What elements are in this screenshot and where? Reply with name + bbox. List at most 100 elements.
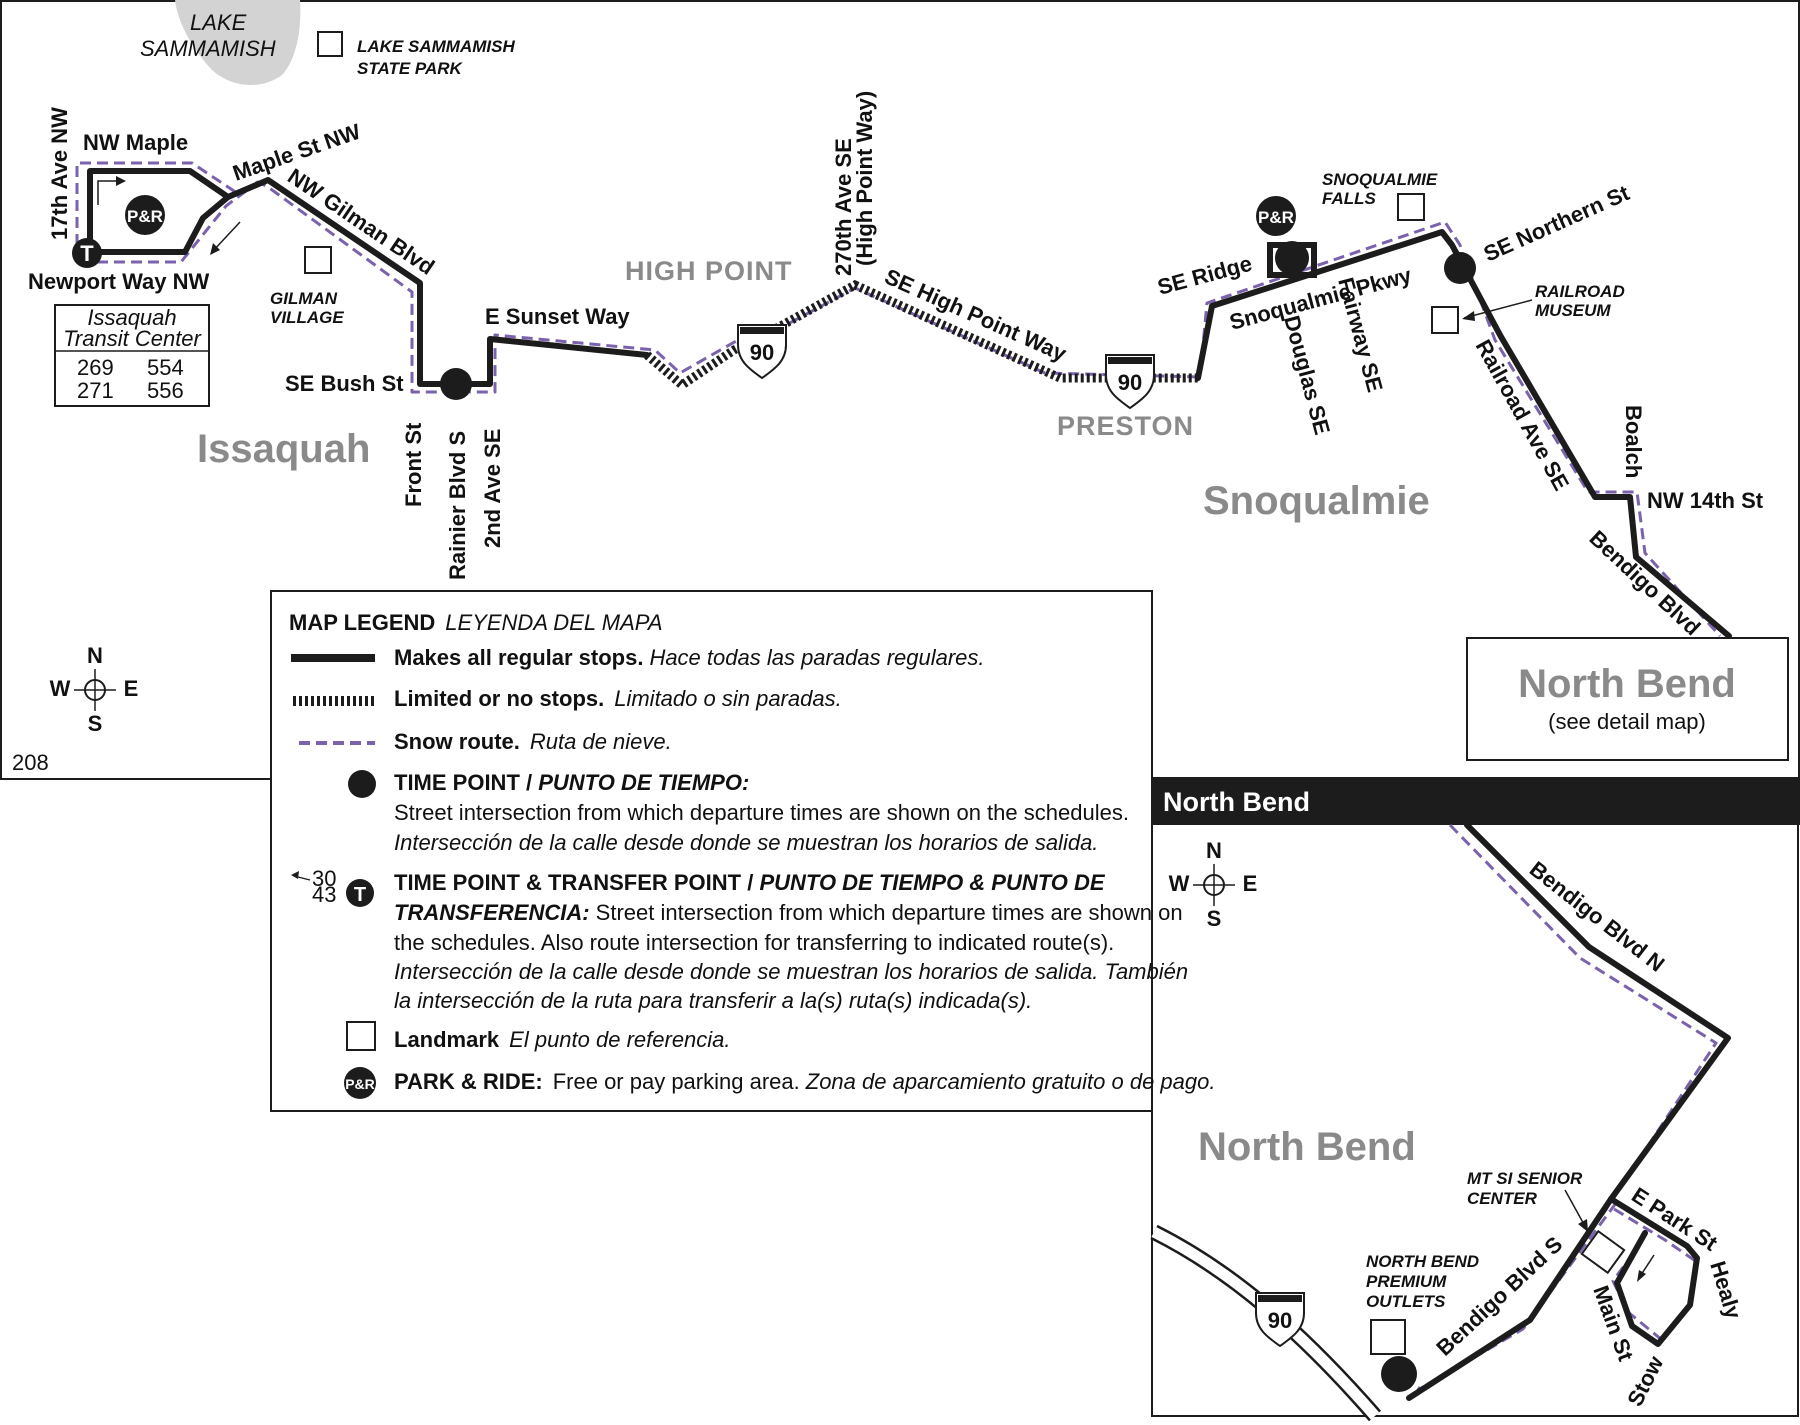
snoqualmie-falls-landmark <box>1397 193 1425 221</box>
legend-transfer-symbol-label: T <box>354 884 366 906</box>
railroad-museum-arrowhead <box>1462 311 1475 321</box>
time-point-north-bend-outlets <box>1381 1356 1417 1392</box>
inset-route-loop <box>1608 1196 1700 1347</box>
legend-transfer-line-3: the schedules. Also route intersection f… <box>394 930 1114 955</box>
railroad-museum-label-1: RAILROAD <box>1535 282 1625 301</box>
area-high-point: HIGH POINT <box>625 256 793 286</box>
street-high-point-way-paren: (High Point Way) <box>852 91 877 266</box>
lake-sammamish-label-1: LAKE <box>190 10 247 35</box>
direction-arrow-loop <box>212 221 241 252</box>
park-ride-snoqualmie-label: P&R <box>1258 208 1294 227</box>
interstate-90-label-1: 90 <box>750 340 774 365</box>
legend-regular-text: Makes all regular stops.Hace todas las p… <box>394 645 985 670</box>
outlets-label-2: PREMIUM <box>1366 1272 1447 1291</box>
street-2nd-ave-se: 2nd Ave SE <box>480 429 505 548</box>
compass-inset-n: N <box>1206 838 1222 863</box>
compass-main: N S W E <box>50 643 139 736</box>
legend-time-point-desc-es: Intersección de la calle desde donde se … <box>394 830 1098 855</box>
legend-transfer-arrowhead <box>291 871 299 879</box>
turn-arrowhead <box>116 176 126 186</box>
street-nw-14th-st: NW 14th St <box>1647 488 1764 513</box>
turn-arrow-issaquah <box>97 180 122 205</box>
inset-route-line <box>1406 822 1731 1401</box>
compass-main-e: E <box>124 676 139 701</box>
mt-si-arrowhead <box>1578 1219 1588 1232</box>
compass-inset-e: E <box>1243 871 1258 896</box>
park-ride-issaquah-label: P&R <box>127 207 163 226</box>
mt-si-senior-center-landmark <box>1580 1229 1626 1275</box>
snoqualmie-falls-label-1: SNOQUALMIE <box>1322 170 1438 189</box>
legend-park-ride-symbol <box>344 1067 376 1099</box>
transit-route-556: 556 <box>147 378 184 403</box>
north-bend-reference-box <box>1466 637 1789 761</box>
interstate-90-label-3: 90 <box>1268 1308 1292 1333</box>
issaquah-transit-center-box <box>54 304 210 407</box>
outlets-label-1: NORTH BEND <box>1366 1252 1479 1271</box>
gilman-village-label-2: VILLAGE <box>270 308 344 327</box>
snoqualmie-falls-label-2: FALLS <box>1322 189 1376 208</box>
transfer-symbol-label: T <box>80 241 94 266</box>
transit-center-title-2: Transit Center <box>63 326 202 351</box>
compass-inset: N S W E <box>1169 838 1258 931</box>
compass-main-n: N <box>87 643 103 668</box>
legend-transfer-line-2: TRANSFERENCIA: Street intersection from … <box>394 900 1183 925</box>
interstate-90-shield-inset: 90 <box>1255 1292 1305 1348</box>
lake-sammamish-label-2: SAMMAMISH <box>140 36 276 61</box>
legend-limited-text: Limited or no stops.Limitado o sin parad… <box>394 686 842 711</box>
town-snoqualmie: Snoqualmie <box>1203 479 1430 523</box>
legend-park-ride-text: PARK & RIDE:Free or pay parking area.Zon… <box>394 1069 1215 1094</box>
street-se-bush-st: SE Bush St <box>285 371 404 396</box>
interstate-90-shield-preston: 90 <box>1105 354 1155 410</box>
compass-main-w: W <box>50 676 71 701</box>
legend-transfer-title: TIME POINT & TRANSFER POINT / PUNTO DE T… <box>394 870 1106 895</box>
legend-time-point-desc: Street intersection from which departure… <box>394 800 1129 825</box>
gilman-village-landmark <box>304 246 332 274</box>
north-bend-premium-outlets-landmark <box>1370 1319 1406 1355</box>
street-rainier-blvd-s: Rainier Blvd S <box>445 431 470 580</box>
legend-time-point-title: TIME POINT / PUNTO DE TIEMPO: <box>394 770 749 795</box>
street-e-sunset-way: E Sunset Way <box>485 304 630 329</box>
legend-landmark-symbol <box>346 1021 376 1051</box>
legend-transfer-symbol <box>346 879 374 907</box>
park-ride-snoqualmie <box>1256 196 1296 236</box>
legend-snow-text: Snow route.Ruta de nieve. <box>394 729 672 754</box>
lake-sammamish-state-park-landmark <box>317 31 343 57</box>
outlets-label-3: OUTLETS <box>1366 1292 1446 1311</box>
street-boalch: Boalch <box>1621 405 1646 478</box>
compass-inset-w: W <box>1169 871 1190 896</box>
legend-transfer-route-43: 43 <box>312 882 336 907</box>
street-front-st: Front St <box>401 422 426 507</box>
compass-inset-s: S <box>1207 906 1222 931</box>
legend-time-point-symbol <box>348 770 376 798</box>
street-nw-maple: NW Maple <box>83 130 188 155</box>
transit-route-271: 271 <box>77 378 114 403</box>
mt-si-label-1: MT SI SENIOR <box>1467 1169 1583 1188</box>
route-line-gilman <box>225 177 650 387</box>
street-270th-ave-se: 270th Ave SE <box>831 138 856 276</box>
time-point-se-northern <box>1444 252 1476 284</box>
state-park-label-1: LAKE SAMMAMISH <box>357 37 515 56</box>
railroad-museum-arrow <box>1463 299 1533 319</box>
transit-route-269: 269 <box>77 355 114 380</box>
route-line-snoqualmie <box>1195 229 1732 639</box>
time-point-rainier <box>440 368 472 400</box>
street-17th-ave-nw: 17th Ave NW <box>47 107 72 240</box>
legend-transfer-route-30: 30 <box>312 866 336 891</box>
compass-main-s: S <box>88 711 103 736</box>
gilman-village-label-1: GILMAN <box>270 289 338 308</box>
area-preston: PRESTON <box>1057 411 1194 441</box>
north-bend-inset-header <box>1152 778 1800 825</box>
direction-arrowhead-loop <box>210 243 220 255</box>
time-point-snoqualmie-pkwy <box>1275 241 1309 275</box>
town-north-bend: North Bend <box>1198 1125 1416 1169</box>
north-bend-reference-title: North Bend <box>1518 662 1736 706</box>
lake-sammamish-shape <box>175 0 301 86</box>
town-issaquah: Issaquah <box>197 427 370 471</box>
north-bend-reference-subtitle: (see detail map) <box>1548 709 1706 734</box>
north-bend-inset-title: North Bend <box>1163 787 1310 817</box>
park-ride-issaquah <box>125 195 165 235</box>
time-point-transfer-issaquah <box>72 238 102 268</box>
